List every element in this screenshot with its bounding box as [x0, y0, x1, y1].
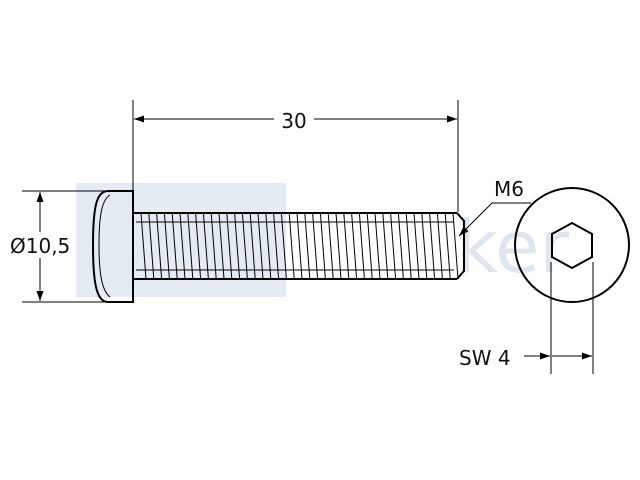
thread-line	[179, 212, 186, 280]
screw-thread	[133, 212, 465, 280]
length-dimension: 30	[132, 100, 459, 212]
thread-line	[444, 212, 451, 280]
thread-line	[397, 212, 404, 280]
thread-line	[195, 212, 202, 280]
thread-line	[187, 212, 194, 280]
thread-line	[163, 212, 170, 280]
thread-line	[405, 212, 412, 280]
thread-line	[241, 212, 248, 280]
thread-line	[304, 212, 311, 280]
screw-head-inner-edge	[98, 194, 111, 298]
screw-end-view	[514, 187, 630, 303]
thread-line	[335, 212, 342, 280]
thread-line	[421, 212, 428, 280]
hex-socket	[551, 221, 593, 270]
diameter-label: Ø10,5	[10, 234, 70, 258]
thread-line	[436, 212, 443, 280]
length-label: 30	[281, 109, 306, 133]
thread-line	[351, 212, 358, 280]
thread-callout: M6	[458, 177, 531, 237]
thread-line	[210, 212, 217, 280]
thread-line	[257, 212, 264, 280]
thread-line	[319, 212, 326, 280]
thread-line	[312, 212, 319, 280]
thread-line	[171, 212, 178, 280]
thread-line	[413, 212, 420, 280]
thread-line	[343, 212, 350, 280]
thread-lines	[140, 212, 459, 280]
thread-line	[327, 212, 334, 280]
thread-line	[148, 212, 155, 280]
screw-head	[91, 190, 134, 303]
thread-line	[366, 212, 373, 280]
diameter-dimension: Ø10,5	[6, 190, 132, 303]
thread-line	[280, 212, 287, 280]
thread-line	[249, 212, 256, 280]
thread-label: M6	[494, 177, 524, 201]
thread-line	[390, 212, 397, 280]
thread-line	[296, 212, 303, 280]
thread-line	[288, 212, 295, 280]
thread-line	[140, 212, 147, 280]
thread-line	[374, 212, 381, 280]
thread-line	[218, 212, 225, 280]
head-circle	[514, 187, 630, 303]
thread-line	[202, 212, 209, 280]
thread-line	[156, 212, 163, 280]
thread-line	[358, 212, 365, 280]
wrench-size-dimension: SW 4	[459, 262, 594, 374]
thread-line	[226, 212, 233, 280]
thread-line	[382, 212, 389, 280]
thread-line	[265, 212, 272, 280]
thread-line	[452, 212, 459, 280]
thread-line	[429, 212, 436, 280]
thread-line	[234, 212, 241, 280]
wrench-size-label: SW 4	[459, 346, 511, 370]
thread-end	[456, 212, 465, 280]
thread-line	[273, 212, 280, 280]
